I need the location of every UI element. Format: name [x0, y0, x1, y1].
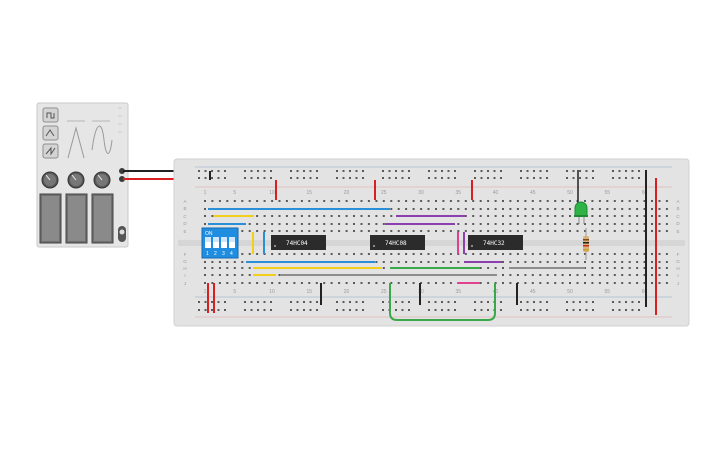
column-number: 55 [605, 289, 611, 295]
dip-switch[interactable]: ON 1 2 3 4 [201, 227, 239, 259]
dip-toggle-4[interactable] [229, 237, 235, 248]
resistor[interactable] [583, 228, 589, 260]
triangle-wave-button[interactable] [42, 125, 59, 141]
generator-tabs [118, 107, 122, 133]
square-wave-button[interactable] [42, 107, 59, 123]
row-letter: E [676, 229, 679, 234]
row-letter: F [184, 252, 187, 257]
chip-label: 74HC32 [483, 240, 505, 247]
row-letter: H [183, 266, 186, 271]
dip-toggle-3[interactable] [221, 237, 227, 248]
chip-74hc04[interactable]: 74HC04 [271, 235, 326, 250]
column-number: 25 [381, 190, 387, 196]
row-letter: H [676, 266, 679, 271]
column-number: 10 [269, 190, 275, 196]
dip-number-3: 3 [222, 251, 225, 257]
dip-number-1: 1 [206, 251, 209, 257]
triangle-wave-icon [45, 129, 55, 137]
column-number: 20 [344, 289, 350, 295]
led-green[interactable] [574, 201, 588, 224]
square-wave-icon [46, 112, 55, 119]
row-letter: G [676, 259, 680, 264]
column-number: 55 [605, 190, 611, 196]
column-number: 25 [381, 289, 387, 295]
column-number: 30 [418, 289, 424, 295]
column-number: 15 [307, 190, 313, 196]
function-generator[interactable] [36, 102, 129, 248]
row-letter: C [183, 214, 187, 219]
column-number: 40 [493, 190, 499, 196]
chip-74hc08[interactable]: 74HC08 [370, 235, 425, 250]
dip-number-4: 4 [230, 251, 233, 257]
breadboard[interactable]: 1155101015152020252530303535404045455050… [173, 158, 690, 327]
row-letter: D [676, 221, 680, 226]
column-number: 50 [567, 289, 573, 295]
column-number: 50 [567, 190, 573, 196]
column-number: 10 [269, 289, 275, 295]
triangle-preview-icon [67, 120, 85, 159]
output-terminal-negative[interactable] [119, 168, 125, 174]
wire-green-loop[interactable] [389, 283, 496, 321]
column-number: 45 [530, 190, 536, 196]
column-number: 20 [344, 190, 350, 196]
chip-74hc32[interactable]: 74HC32 [468, 235, 523, 250]
vertical-jumpers[interactable] [207, 170, 657, 315]
dip-toggle-1[interactable] [205, 237, 211, 248]
row-letter: C [676, 214, 680, 219]
column-number: 1 [204, 190, 207, 196]
sine-preview-icon [91, 120, 113, 154]
output-terminal-positive[interactable] [119, 176, 125, 182]
sawtooth-wave-icon [45, 146, 56, 156]
column-number: 15 [307, 289, 313, 295]
column-number: 1 [204, 289, 207, 295]
row-letter: G [183, 259, 187, 264]
row-letter: A [183, 199, 186, 204]
knob-1[interactable] [41, 171, 59, 189]
row-letter: B [676, 206, 679, 211]
column-number: 5 [233, 190, 236, 196]
dip-toggle-2[interactable] [213, 237, 219, 248]
wires[interactable] [208, 208, 585, 321]
row-letter: B [183, 206, 186, 211]
column-number: 35 [456, 289, 462, 295]
column-number: 60 [642, 190, 648, 196]
row-letter: E [183, 229, 186, 234]
row-letter: J [184, 281, 186, 286]
chip-label: 74HC08 [385, 240, 407, 247]
column-number: 60 [642, 289, 648, 295]
column-number: 35 [456, 190, 462, 196]
row-letter: A [676, 199, 679, 204]
column-number: 5 [233, 289, 236, 295]
knob-2[interactable] [67, 171, 85, 189]
row-letter: I [677, 273, 678, 278]
dip-on-label: ON [205, 231, 213, 237]
row-letter: J [677, 281, 679, 286]
chip-label: 74HC04 [286, 240, 308, 247]
column-number: 30 [418, 190, 424, 196]
row-letter: I [184, 273, 185, 278]
row-letter: D [183, 221, 187, 226]
row-letter: F [677, 252, 680, 257]
column-number: 45 [530, 289, 536, 295]
sawtooth-wave-button[interactable] [42, 143, 59, 159]
dip-number-2: 2 [214, 251, 217, 257]
knob-3[interactable] [93, 171, 111, 189]
